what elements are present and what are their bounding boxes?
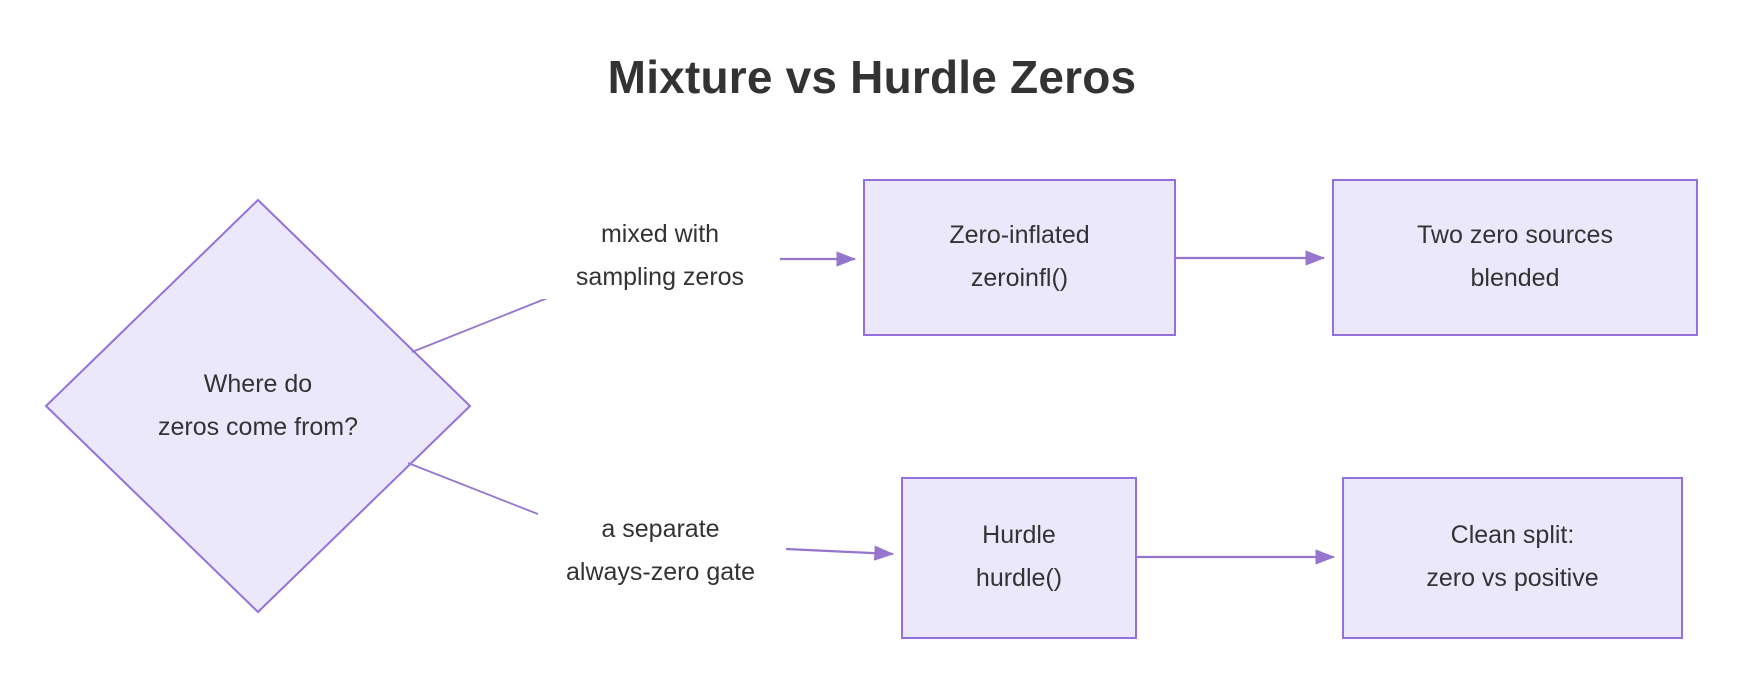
node-zero-inflated[interactable] xyxy=(863,179,1176,336)
edge-label-bottom-line2: always-zero gate xyxy=(566,558,755,586)
connector-bottom-label-to-hurdle xyxy=(785,545,895,561)
connector-decision-to-top-label xyxy=(411,292,561,353)
node-two-zero-sources-blended[interactable] xyxy=(1332,179,1698,336)
node-decision-where-do-zeros-come-from[interactable] xyxy=(44,198,472,614)
edge-label-top-line1: mixed with xyxy=(600,220,720,248)
node-clean-split[interactable] xyxy=(1342,477,1683,639)
node-hurdle[interactable] xyxy=(901,477,1137,639)
edge-label-top-line2: sampling zeros xyxy=(575,263,745,291)
edge-label-separate-always-zero-gate: a separate always-zero gate xyxy=(538,508,783,594)
edge-label-bottom-line1: a separate xyxy=(601,515,720,543)
connector-decision-to-bottom-label xyxy=(407,462,549,519)
edge-label-mixed-with-sampling-zeros: mixed with sampling zeros xyxy=(540,213,780,299)
diagram-title: Mixture vs Hurdle Zeros xyxy=(607,51,1137,103)
